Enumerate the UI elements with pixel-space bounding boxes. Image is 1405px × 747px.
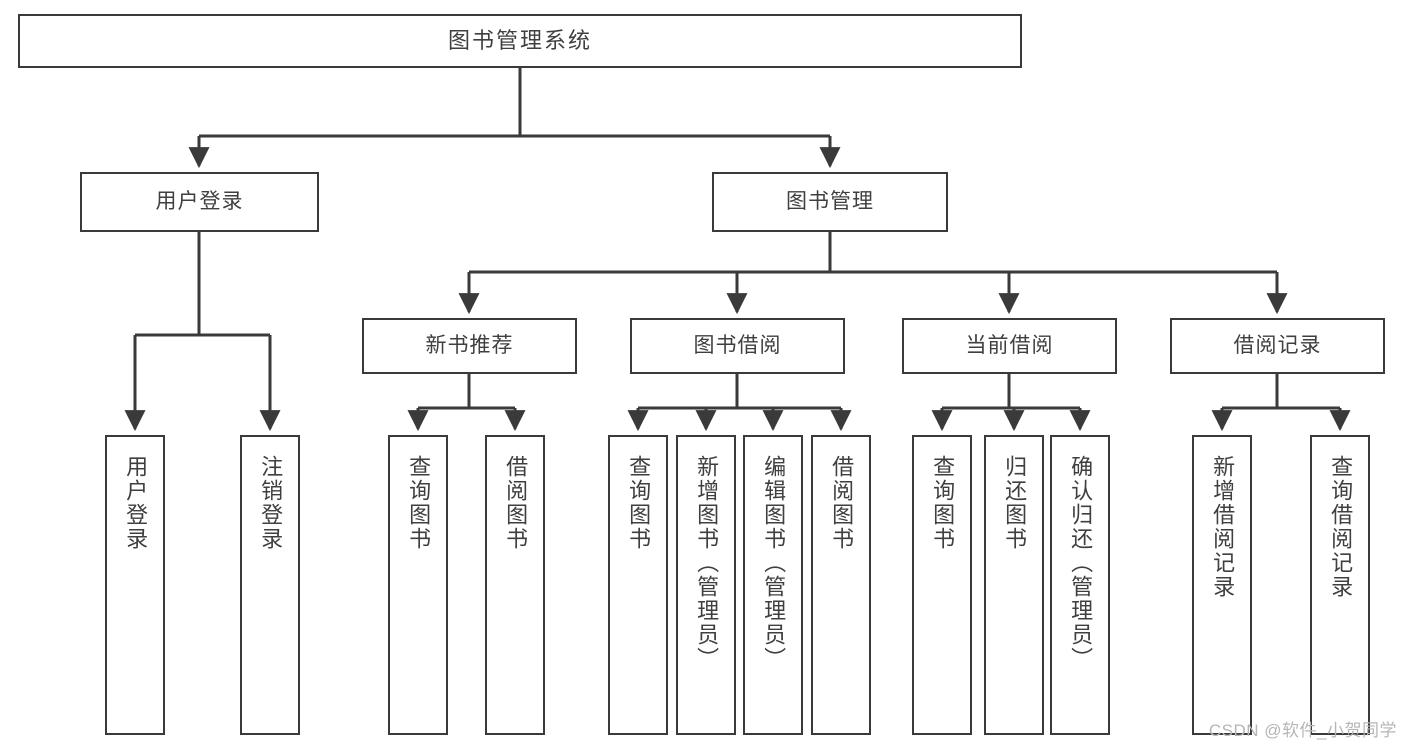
leaf-query-borrow-record[interactable]: 查询借阅记录 xyxy=(1310,435,1370,735)
node-book-borrow-label: 图书借阅 xyxy=(693,334,782,358)
node-new-book-recommend[interactable]: 新书推荐 xyxy=(362,318,577,374)
leaf-add-borrow-record-label: 新增借阅记录 xyxy=(1210,455,1236,599)
leaf-return-book-label: 归还图书 xyxy=(1002,455,1028,551)
leaf-edit-book-label: 编辑图书（管理员） xyxy=(761,455,787,671)
leaf-return-book[interactable]: 归还图书 xyxy=(984,435,1044,735)
watermark: CSDN @软件_小贺同学 xyxy=(1208,721,1397,740)
leaf-logout[interactable]: 注销登录 xyxy=(240,435,300,735)
leaf-query-book-borrow-label: 查询图书 xyxy=(626,455,652,551)
node-book-borrow[interactable]: 图书借阅 xyxy=(630,318,845,374)
node-book-manage-label: 图书管理 xyxy=(786,190,874,214)
node-user-login-label: 用户登录 xyxy=(155,190,244,214)
node-user-login[interactable]: 用户登录 xyxy=(80,172,319,232)
node-root-label: 图书管理系统 xyxy=(447,27,592,53)
leaf-user-login[interactable]: 用户登录 xyxy=(105,435,165,735)
node-borrow-record[interactable]: 借阅记录 xyxy=(1170,318,1385,374)
leaf-add-book[interactable]: 新增图书（管理员） xyxy=(676,435,736,735)
node-new-book-recommend-label: 新书推荐 xyxy=(425,334,514,358)
node-current-borrow-label: 当前借阅 xyxy=(965,334,1054,358)
leaf-confirm-return-label: 确认归还（管理员） xyxy=(1068,455,1094,671)
leaf-edit-book[interactable]: 编辑图书（管理员） xyxy=(743,435,803,735)
node-borrow-record-label: 借阅记录 xyxy=(1233,334,1322,358)
leaf-add-borrow-record[interactable]: 新增借阅记录 xyxy=(1192,435,1252,735)
leaf-query-book-borrow[interactable]: 查询图书 xyxy=(608,435,668,735)
leaf-borrow-book-label: 借阅图书 xyxy=(829,455,855,551)
leaf-logout-label: 注销登录 xyxy=(258,455,284,551)
node-current-borrow[interactable]: 当前借阅 xyxy=(902,318,1117,374)
leaf-query-book-recommend[interactable]: 查询图书 xyxy=(388,435,448,735)
node-root[interactable]: 图书管理系统 xyxy=(18,14,1022,68)
leaf-user-login-label: 用户登录 xyxy=(123,455,149,551)
leaf-borrow-book-recommend-label: 借阅图书 xyxy=(503,455,529,551)
node-book-manage[interactable]: 图书管理 xyxy=(712,172,948,232)
leaf-query-book-current[interactable]: 查询图书 xyxy=(912,435,972,735)
leaf-add-book-label: 新增图书（管理员） xyxy=(694,455,720,671)
leaf-query-book-recommend-label: 查询图书 xyxy=(406,455,432,551)
leaf-borrow-book-recommend[interactable]: 借阅图书 xyxy=(485,435,545,735)
leaf-query-borrow-record-label: 查询借阅记录 xyxy=(1328,455,1354,599)
leaf-borrow-book[interactable]: 借阅图书 xyxy=(811,435,871,735)
leaf-confirm-return[interactable]: 确认归还（管理员） xyxy=(1050,435,1110,735)
leaf-query-book-current-label: 查询图书 xyxy=(930,455,956,551)
